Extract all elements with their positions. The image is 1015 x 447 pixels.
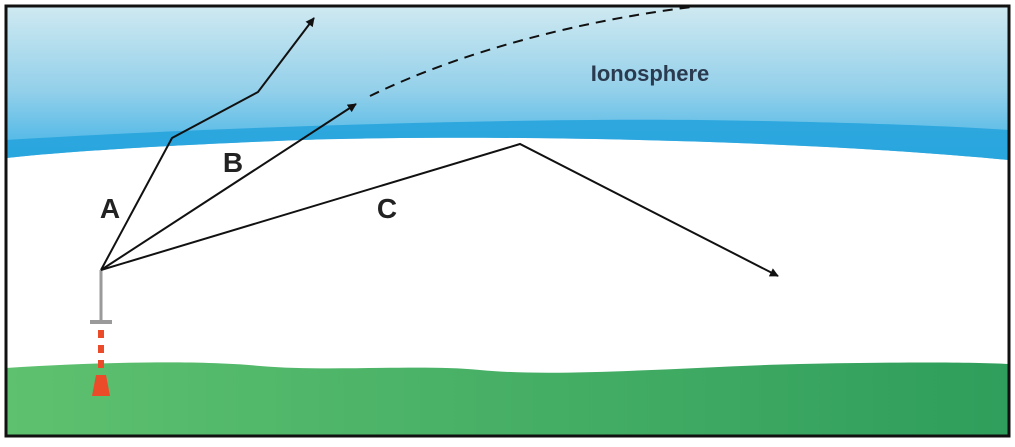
ionosphere-label: Ionosphere [591,61,710,86]
ray-label-a: A [100,193,120,224]
ray-b [100,103,357,271]
ray-label-c: C [377,193,397,224]
ray-label-b: B [223,147,243,178]
diagram-frame [4,4,1011,438]
antenna-crossbar [90,320,112,324]
ray-b-continuation [369,5,701,97]
ray-a [100,17,315,271]
tower-segment [98,360,104,368]
tower-segment [98,330,104,338]
ray-c [100,142,779,277]
tower-segment [98,345,104,353]
ground [6,362,1009,436]
antenna-tower [90,270,112,396]
tower-base [92,375,110,396]
ionosphere-band [6,119,1009,160]
